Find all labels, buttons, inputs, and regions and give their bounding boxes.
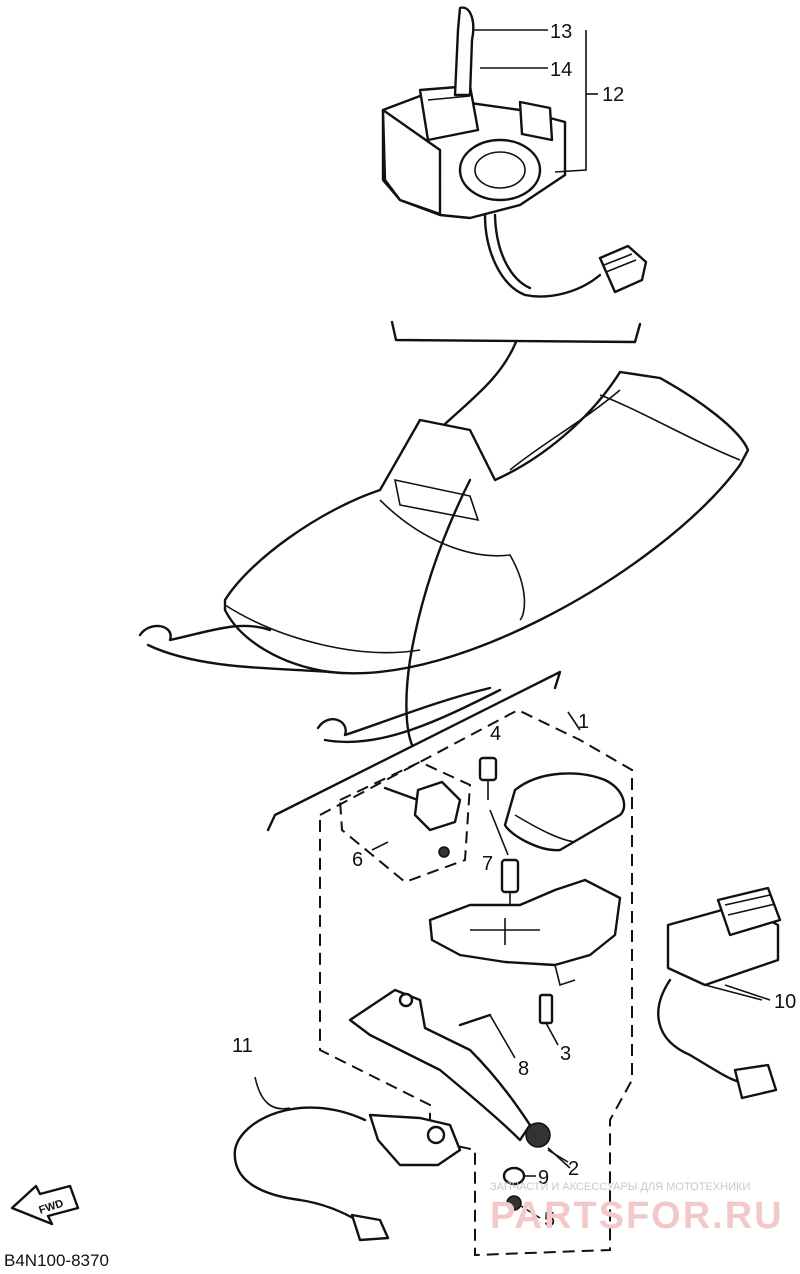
throttle-housing-assembly — [381, 6, 648, 298]
callout-6: 6 — [352, 849, 363, 871]
snowmobile-silhouette — [138, 370, 750, 744]
part-3-screw — [538, 993, 559, 1046]
callout-8: 8 — [518, 1058, 529, 1080]
part-6-switch — [383, 780, 462, 858]
part-5-nut — [506, 1195, 522, 1211]
sub-assembly-6-box — [338, 760, 472, 884]
cable-routing-top — [430, 340, 518, 438]
part-8-screw — [458, 1013, 492, 1027]
leader-10 — [724, 984, 771, 1001]
leader-1 — [567, 711, 581, 731]
callout-10: 10 — [774, 991, 796, 1013]
forward-arrow-icon: FWD — [10, 1184, 80, 1226]
callout-12: 12 — [602, 84, 624, 106]
leader-6 — [371, 841, 389, 851]
watermark-tagline: ЗАПЧАСТИ И АКСЕССУАРЫ ДЛЯ МОТОТЕХНИКИ — [490, 1181, 750, 1193]
lever-tip-ball — [525, 1122, 551, 1148]
callout-5: 5 — [544, 1209, 555, 1231]
callout-7: 7 — [482, 853, 493, 875]
part-4-bolt — [478, 756, 498, 800]
section-bracket-top — [390, 320, 642, 344]
leader-2 — [547, 1149, 569, 1163]
callout-leaders-top — [474, 29, 598, 173]
throttle-lever — [348, 988, 532, 1142]
lever-bracket — [428, 878, 622, 967]
diagram-reference: B4N100-8370 — [4, 1251, 109, 1270]
lever-assembly-group — [319, 708, 633, 1257]
throttle-cable — [405, 478, 472, 747]
watermark-logo-text: PARTSFOR.RU — [490, 1195, 784, 1237]
lever-cover — [503, 772, 626, 852]
callout-14: 14 — [550, 59, 572, 81]
callout-13: 13 — [550, 21, 572, 43]
part-10-relay — [657, 886, 782, 1100]
leader-4-7 — [489, 809, 509, 856]
callout-4: 4 — [490, 723, 501, 745]
callout-9: 9 — [538, 1167, 549, 1189]
callout-11: 11 — [232, 1035, 253, 1057]
section-bracket-lower — [266, 670, 562, 832]
throttle-cable-end — [453, 6, 475, 97]
callout-2: 2 — [568, 1158, 579, 1180]
part-7-collar — [500, 858, 520, 925]
housing-connector — [598, 244, 648, 294]
callout-3: 3 — [560, 1043, 571, 1065]
part-11-kill-switch — [233, 1076, 462, 1242]
callout-1: 1 — [578, 711, 589, 733]
